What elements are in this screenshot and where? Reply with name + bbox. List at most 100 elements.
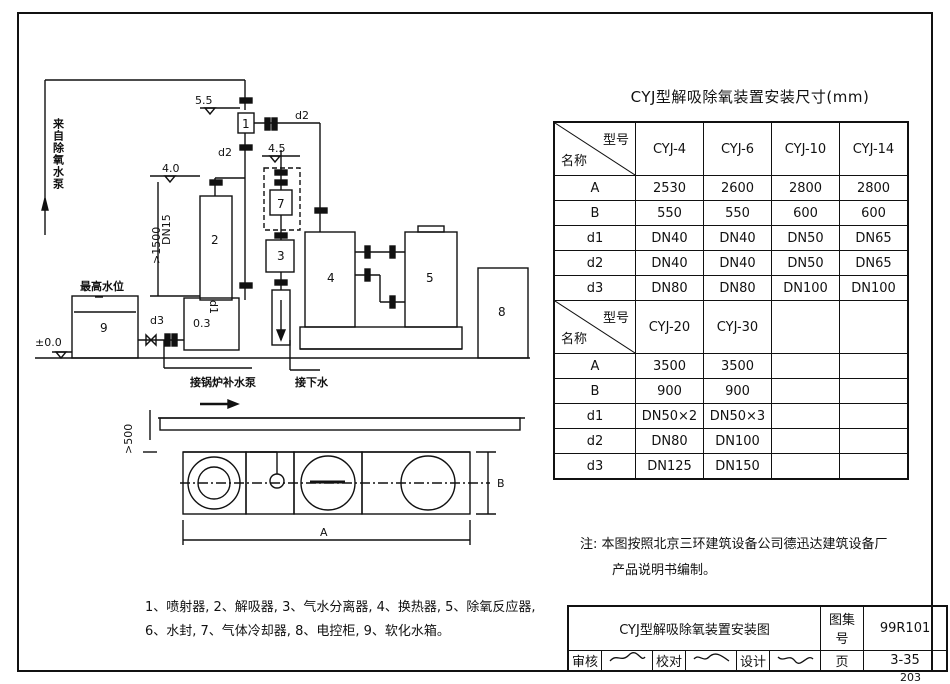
- cell: DN80: [635, 275, 704, 301]
- empty-cell: [771, 378, 840, 404]
- row-name: d1: [553, 403, 636, 429]
- cell: 900: [703, 378, 772, 404]
- atlas-number: 99R101: [863, 605, 948, 651]
- page-label: 页: [820, 649, 865, 671]
- signature-review: [601, 649, 654, 671]
- row-name: d3: [553, 453, 636, 480]
- cell: 900: [635, 378, 704, 404]
- model-header: CYJ-4: [635, 121, 704, 176]
- drawing-title: CYJ型解吸除氧装置安装图: [567, 605, 822, 651]
- empty-cell: [839, 353, 909, 379]
- label-d2-left: d2: [218, 146, 232, 159]
- header-cell-1: 型号 名称: [553, 121, 636, 176]
- empty-cell: [771, 403, 840, 429]
- table-row: B 550 550 600 600: [553, 200, 909, 226]
- num-5: 5: [426, 271, 434, 285]
- table-row: d3 DN125 DN150: [553, 453, 909, 480]
- num-1: 1: [242, 117, 250, 131]
- header-name-label: 名称: [561, 154, 588, 169]
- cell: DN65: [839, 225, 909, 251]
- table-row: d2 DN40 DN40 DN50 DN65: [553, 250, 909, 276]
- cell: 3500: [703, 353, 772, 379]
- row-name: B: [553, 200, 636, 226]
- table-row: d1 DN50×2 DN50×3: [553, 403, 909, 429]
- row-name: A: [553, 175, 636, 201]
- num-8: 8: [498, 305, 506, 319]
- cell: DN50: [771, 225, 840, 251]
- num-2: 2: [211, 233, 219, 247]
- cell: DN65: [839, 250, 909, 276]
- label-d2-top: d2: [295, 109, 309, 122]
- dim-b: B: [497, 477, 505, 490]
- cell: DN50: [771, 250, 840, 276]
- header-name-label: 名称: [561, 332, 588, 347]
- dim-500: >500: [122, 424, 135, 454]
- signature-design: [769, 649, 822, 671]
- table-row: B 900 900: [553, 378, 909, 404]
- cell: DN40: [635, 225, 704, 251]
- table-row: d3 DN80 DN80 DN100 DN100: [553, 275, 909, 301]
- cell: DN50×2: [635, 403, 704, 429]
- signature-review-mark: [609, 652, 646, 662]
- signature-check-mark: [693, 653, 730, 662]
- cell: 2600: [703, 175, 772, 201]
- table-row: A 2530 2600 2800 2800: [553, 175, 909, 201]
- cell: DN125: [635, 453, 704, 480]
- dim-1500: >1500: [150, 227, 163, 264]
- cell: DN150: [703, 453, 772, 480]
- cell: DN40: [635, 250, 704, 276]
- design-label: 设计: [736, 649, 771, 671]
- cell: 550: [635, 200, 704, 226]
- note-line-1: 注: 本图按照北京三环建筑设备公司德迅达建筑设备厂: [580, 537, 888, 552]
- signature-check: [685, 649, 738, 671]
- empty-cell: [839, 403, 909, 429]
- label-to-drain: 接下水: [295, 375, 329, 389]
- component-legend: 1、喷射器, 2、解吸器, 3、气水分离器, 4、换热器, 5、除氧反应器, 6…: [145, 596, 536, 644]
- cell: DN100: [771, 275, 840, 301]
- label-to-boiler-pump: 接锅炉补水泵: [190, 375, 256, 389]
- row-name: d1: [553, 225, 636, 251]
- note-line-2: 产品说明书编制。: [612, 563, 717, 578]
- drawing-frame: [17, 12, 933, 672]
- level-0-0: ±0.0: [35, 336, 62, 349]
- cell: 600: [839, 200, 909, 226]
- label-d1: d1: [207, 300, 220, 314]
- cell: 2800: [839, 175, 909, 201]
- dim-a: A: [320, 526, 328, 539]
- model-header: CYJ-30: [703, 300, 772, 354]
- cell: DN100: [839, 275, 909, 301]
- row-name: d2: [553, 250, 636, 276]
- label-d3: d3: [150, 314, 164, 327]
- signature-design-mark: [777, 656, 814, 664]
- model-header: CYJ-10: [771, 121, 840, 176]
- label-from-pump: 来自除氧水泵: [52, 117, 66, 190]
- header-model-label: 型号: [602, 311, 629, 326]
- model-header: CYJ-20: [635, 300, 704, 354]
- cell: 550: [703, 200, 772, 226]
- table-row: A 3500 3500: [553, 353, 909, 379]
- cell: DN40: [703, 250, 772, 276]
- model-header: CYJ-6: [703, 121, 772, 176]
- empty-cell: [771, 300, 840, 354]
- empty-cell: [771, 428, 840, 454]
- page-number: 203: [900, 671, 921, 684]
- empty-cell: [839, 300, 909, 354]
- check-label: 校对: [652, 649, 687, 671]
- table-title: CYJ型解吸除氧装置安装尺寸(mm): [630, 88, 870, 106]
- atlas-label: 图集号: [820, 605, 865, 651]
- empty-cell: [839, 428, 909, 454]
- cell: DN80: [703, 275, 772, 301]
- num-3: 3: [277, 249, 285, 263]
- header-model-label: 型号: [602, 133, 629, 148]
- review-label: 审核: [567, 649, 603, 671]
- page-value: 3-35: [863, 649, 948, 671]
- cell: 3500: [635, 353, 704, 379]
- row-name: B: [553, 378, 636, 404]
- level-4-5: 4.5: [268, 142, 286, 155]
- label-max-water: 最高水位: [80, 279, 124, 293]
- level-0-3: 0.3: [193, 317, 211, 330]
- level-5-5: 5.5: [195, 94, 213, 107]
- cell: DN50×3: [703, 403, 772, 429]
- header-cell-2: 型号 名称: [553, 300, 636, 354]
